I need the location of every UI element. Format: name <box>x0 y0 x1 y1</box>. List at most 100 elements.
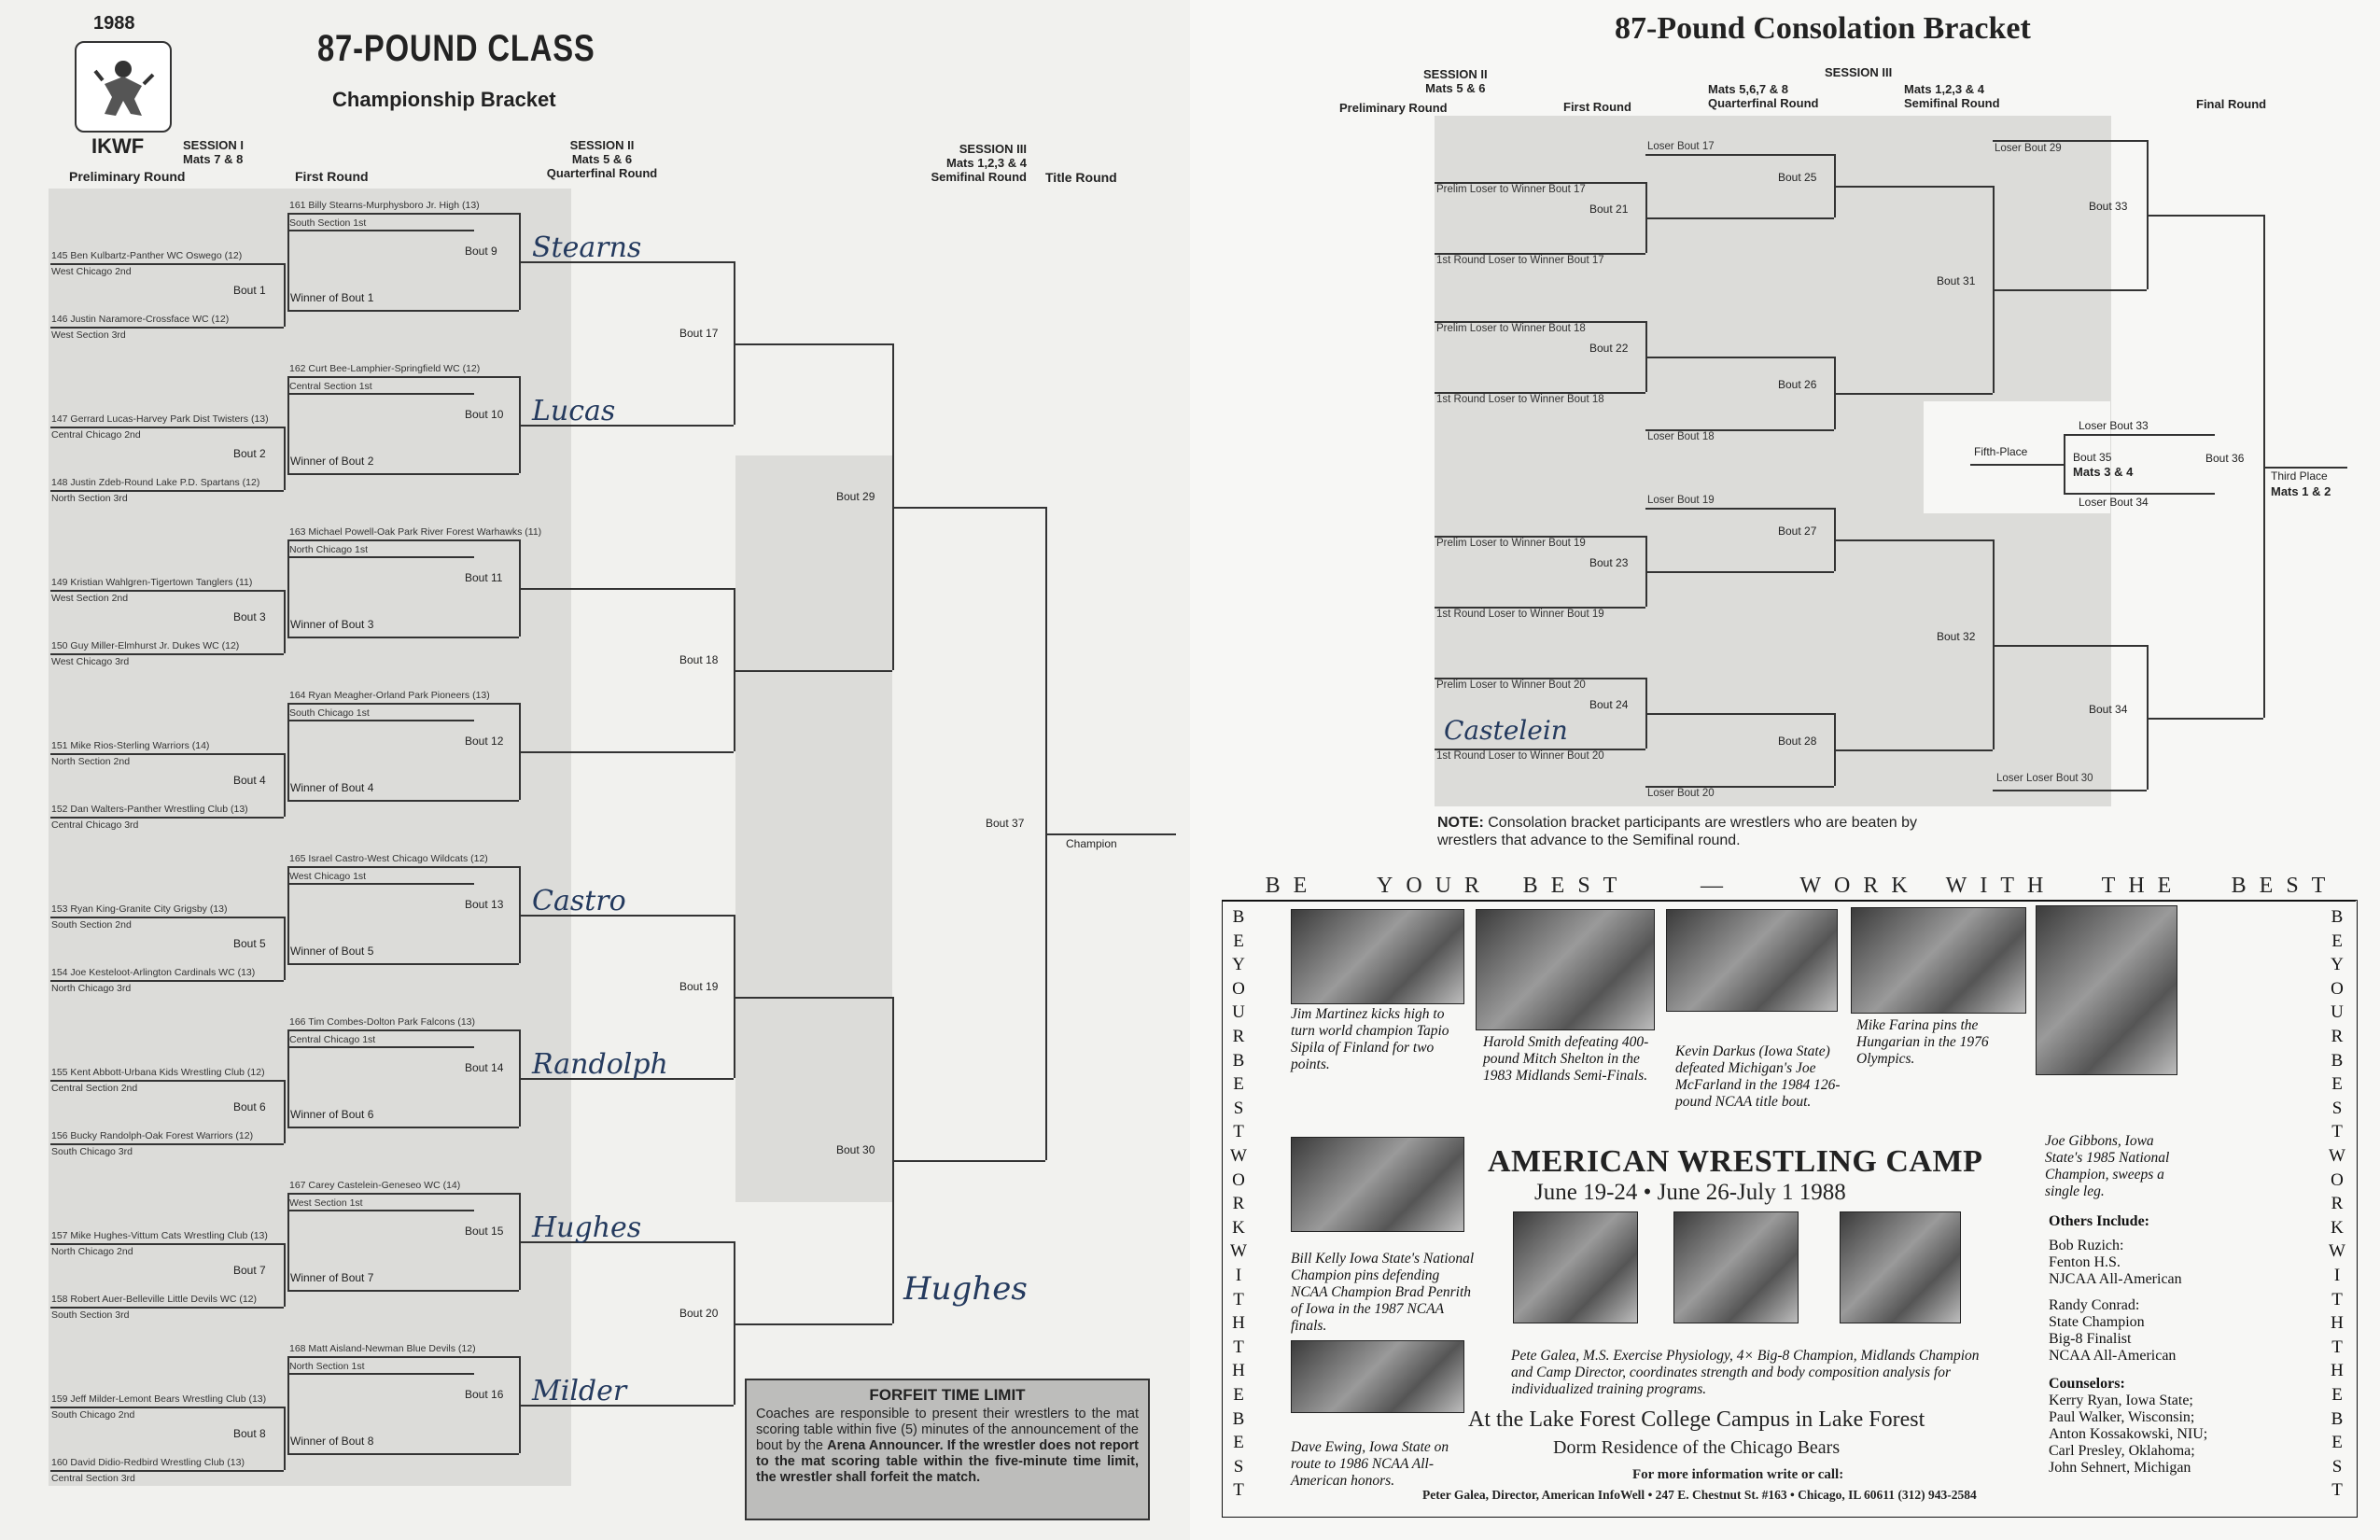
quarterfinal-line <box>519 1078 734 1080</box>
fifth-place-clear <box>1924 401 2110 513</box>
consolation-first-line <box>1435 392 1645 394</box>
prelim-entrant: 151 Mike Rios-Sterling Warriors (14) <box>51 740 210 751</box>
consolation-sf-header: Mats 1,2,3 & 4 Semifinal Round <box>1904 82 2000 110</box>
side-letter: K <box>1232 1218 1245 1238</box>
first-round-sub-line <box>287 1373 474 1375</box>
consolation-prelim-label: Prelim Loser to Winner Bout 19 <box>1436 538 1586 549</box>
year-label: 1988 <box>93 13 135 34</box>
side-letter: W <box>1230 1241 1247 1261</box>
final-bout-label: Bout 37 <box>986 817 1025 830</box>
winner-label: Winner of Bout 7 <box>290 1271 374 1284</box>
prelim-connector <box>284 1080 286 1143</box>
session-2-header: SESSION II Mats 5 & 6 Quarterfinal Round <box>546 138 658 180</box>
consolation-sf-connector <box>1993 539 1995 749</box>
contact-line: Peter Galea, Director, American InfoWell… <box>1422 1488 1977 1502</box>
side-letter: R <box>2331 1194 2344 1213</box>
photo-ewing <box>1291 1340 1464 1413</box>
page-title: 87-POUND CLASS <box>317 28 595 69</box>
consolation-loser-label: Loser Bout 17 <box>1647 141 1715 152</box>
consolation-qf-line <box>1645 571 1834 573</box>
first-round-sub-line <box>287 556 474 558</box>
prelim-section: South Section 2nd <box>51 919 132 931</box>
side-letter: O <box>1232 979 1245 999</box>
champion-label: Champion <box>1066 837 1117 850</box>
champion-line <box>1045 833 1176 835</box>
bout-33-label: Bout 33 <box>2089 200 2128 213</box>
prelim-line <box>50 917 284 918</box>
seeded-section: South Chicago 1st <box>289 707 370 719</box>
forfeit-body: Coaches are responsible to present their… <box>756 1407 1139 1486</box>
prelim-entrant: 150 Guy Miller-Elmhurst Jr. Dukes WC (12… <box>51 640 240 651</box>
prelim-line <box>50 263 284 265</box>
side-letter: U <box>1232 1002 1245 1022</box>
first-round-connector <box>287 376 289 473</box>
prelim-line <box>50 327 284 329</box>
semifinal-line <box>734 1323 892 1325</box>
side-letter: W <box>2329 1241 2345 1261</box>
quarterfinal-line <box>519 751 734 753</box>
consolation-sf-line <box>1834 539 1993 541</box>
third-place-label: Third Place <box>2271 469 2328 483</box>
consolation-prelim-header: Preliminary Round <box>1339 101 1448 115</box>
first-round-sub-line <box>287 883 474 885</box>
first-round-connector <box>287 1029 289 1127</box>
side-letter: T <box>2331 1480 2343 1500</box>
prelim-entrant: 158 Robert Auer-Belleville Little Devils… <box>51 1294 258 1305</box>
prelim-section: West Section 3rd <box>51 329 126 341</box>
side-letter: S <box>1233 1099 1244 1118</box>
session-3-header: SESSION III Mats 1,2,3 & 4 Semifinal Rou… <box>931 142 1027 184</box>
bout-36-line <box>2147 718 2263 720</box>
caption-martinez: Jim Martinez kicks high to turn world ch… <box>1291 1006 1449 1072</box>
seeded-section: North Section 1st <box>289 1361 365 1372</box>
consolation-loser-label: Loser Bout 18 <box>1647 431 1715 442</box>
consolation-session-2-header: SESSION II Mats 5 & 6 <box>1423 67 1488 95</box>
fifth-place-connector <box>2064 434 2065 493</box>
seeded-section: Central Chicago 1st <box>289 1034 376 1045</box>
side-letter: Y <box>1232 955 1245 974</box>
consolation-sf-line <box>1834 749 1993 751</box>
forfeit-body-2: Arena Announcer. If the wrestler does no… <box>756 1438 1140 1485</box>
consolation-qf-bout-label: Bout 28 <box>1778 735 1817 748</box>
title-round-header: Title Round <box>1045 170 1117 185</box>
side-letter: E <box>2331 1074 2343 1094</box>
side-letter: E <box>2331 1385 2343 1405</box>
ad-top-rule <box>1222 900 2356 902</box>
prelim-entrant: 159 Jeff Milder-Lemont Bears Wrestling C… <box>51 1393 267 1405</box>
info-line: For more information write or call: <box>1632 1467 1844 1482</box>
winner-label: Winner of Bout 6 <box>290 1108 374 1121</box>
first-round-connector <box>287 703 289 800</box>
prelim-line <box>50 1470 284 1472</box>
prelim-section: North Chicago 3rd <box>51 983 132 994</box>
consolation-prelim-label: Prelim Loser to Winner Bout 20 <box>1436 679 1586 691</box>
first-round-line <box>287 1193 519 1195</box>
handwritten-consolation: Castelein <box>1444 715 1568 746</box>
first-round-line <box>287 213 519 215</box>
championship-bracket-page: 1988 IKWF 87-POUND CLASS Championship Br… <box>0 0 1190 1540</box>
semifinal-bout-label: Bout 29 <box>836 490 875 503</box>
side-letter: B <box>1232 1051 1245 1071</box>
prelim-section: Central Section 2nd <box>51 1083 138 1094</box>
consolation-sf-line <box>1834 186 1993 188</box>
first-round-sub-line <box>287 1046 474 1048</box>
prelim-entrant: 152 Dan Walters-Panther Wrestling Club (… <box>51 804 248 815</box>
photo-galea-1 <box>1513 1211 1638 1323</box>
consolation-sf-bout-label: Bout 31 <box>1937 274 1976 287</box>
seeded-entrant: 166 Tim Combes-Dolton Park Falcons (13) <box>289 1016 475 1028</box>
side-letter: T <box>2331 1290 2343 1309</box>
side-letter: O <box>2331 979 2344 999</box>
winner-label: Winner of Bout 2 <box>290 455 374 468</box>
first-round-connector <box>287 213 289 310</box>
prelim-connector <box>284 1243 286 1307</box>
prelim-section: North Section 2nd <box>51 756 131 767</box>
photo-galea-2 <box>1673 1211 1799 1323</box>
banner-word: BEST <box>1522 874 1631 898</box>
first-round-bout-label: Bout 12 <box>465 735 504 748</box>
bout-35-label: Bout 35 <box>2073 451 2112 464</box>
first-round-connector <box>287 866 289 963</box>
quarterfinal-line <box>519 425 734 427</box>
prelim-entrant: 154 Joe Kesteloot-Arlington Cardinals WC… <box>51 967 256 978</box>
banner-word: YOUR <box>1376 874 1492 898</box>
first-round-bout-label: Bout 15 <box>465 1225 504 1238</box>
